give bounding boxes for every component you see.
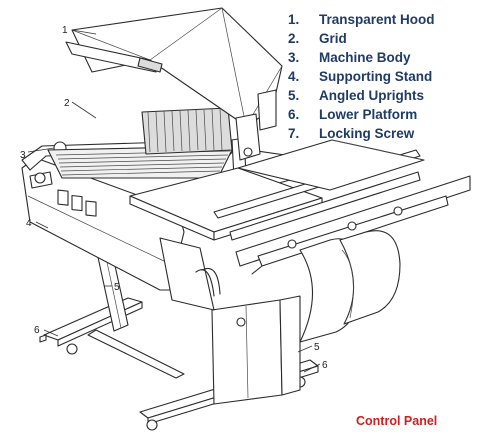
legend-item-number: 5. (288, 88, 300, 103)
legend-item: 4. Supporting Stand (288, 67, 435, 86)
legend-item: 5. Angled Uprights (288, 86, 435, 105)
upright-right (211, 295, 301, 405)
control-panel (29, 171, 97, 217)
legend-item-label: Locking Screw (319, 126, 415, 141)
legend-item-label: Lower Platform (319, 107, 418, 122)
legend-item-number: 6. (288, 107, 300, 122)
legend-item-label: Angled Uprights (319, 88, 424, 103)
callout-platform-right: 6 (322, 360, 328, 371)
heat-shield (141, 107, 233, 155)
legend-item: 1. Transparent Hood (288, 10, 435, 29)
legend-item-label: Grid (319, 31, 347, 46)
legend-item: 7. Locking Screw (288, 124, 435, 143)
callout-stand: 4 (26, 218, 32, 229)
legend-item: 3. Machine Body (288, 48, 435, 67)
legend-item-number: 7. (288, 126, 300, 141)
callout-upright-right: 5 (314, 342, 320, 353)
callout-upright-left: 5 (114, 282, 120, 293)
parts-legend: 1. Transparent Hood 2. Grid 3. Machine Body… (288, 10, 435, 143)
leader-lines (27, 29, 321, 373)
legend-item-label: Transparent Hood (319, 12, 435, 27)
callout-grid: 2 (64, 98, 70, 109)
callout-hood: 1 (62, 25, 68, 36)
transparent-hood (65, 7, 283, 161)
legend-item: 2. Grid (288, 29, 435, 48)
legend-item-label: Machine Body (319, 50, 411, 65)
film-roll-holder (235, 175, 471, 343)
legend-item-number: 1. (288, 12, 300, 27)
control-panel-label: Control Panel (356, 414, 438, 428)
legend-item-number: 4. (288, 69, 300, 84)
callout-platform-left: 6 (34, 325, 40, 336)
legend-item: 6. Lower Platform (288, 105, 435, 124)
feed-table (129, 139, 425, 241)
callout-body: 3 (20, 150, 26, 161)
legend-item-number: 3. (288, 50, 300, 65)
legend-item-label: Supporting Stand (319, 69, 433, 84)
legend-item-number: 2. (288, 31, 300, 46)
